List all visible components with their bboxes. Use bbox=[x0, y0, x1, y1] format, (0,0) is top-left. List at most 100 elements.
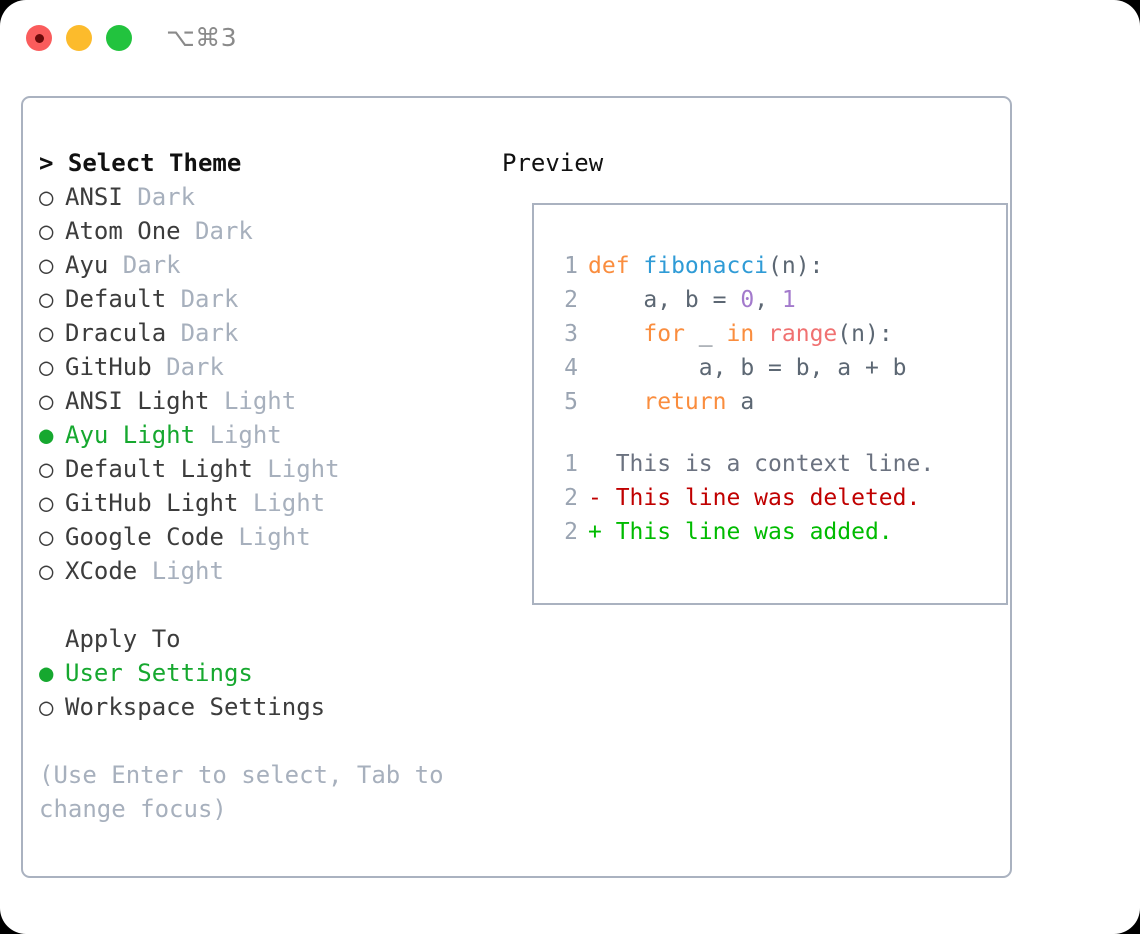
diff-sign: - bbox=[588, 485, 616, 511]
theme-name-label: Default Light bbox=[65, 455, 253, 483]
theme-list-item[interactable]: ●Ayu Light Light bbox=[39, 418, 479, 452]
code-token-pl: a, b = b, a + b bbox=[588, 355, 907, 381]
zoom-window-button[interactable] bbox=[106, 25, 132, 51]
theme-picker-column: > Select Theme ○ANSI Dark○Atom One Dark○… bbox=[39, 146, 479, 826]
theme-name-label: XCode bbox=[65, 557, 138, 585]
radio-unselected-icon[interactable]: ○ bbox=[39, 557, 54, 585]
theme-name-label: Google Code bbox=[65, 523, 224, 551]
code-token-pl: (n): bbox=[768, 253, 824, 279]
title-bar: ⌥⌘3 bbox=[0, 0, 1140, 78]
keyboard-hint-text: (Use Enter to select, Tab to change focu… bbox=[39, 761, 459, 823]
theme-kind-label: Dark bbox=[151, 353, 224, 381]
code-line-number: 3 bbox=[564, 321, 578, 347]
theme-list[interactable]: ○ANSI Dark○Atom One Dark○Ayu Dark○Defaul… bbox=[39, 180, 479, 588]
theme-list-item[interactable]: ○ Default Dark bbox=[39, 282, 479, 316]
code-token-kw: def bbox=[588, 253, 644, 279]
theme-kind-label: Dark bbox=[166, 319, 239, 347]
diff-line-number: 2 bbox=[564, 485, 578, 511]
theme-list-item[interactable]: ○ Dracula Dark bbox=[39, 316, 479, 350]
theme-kind-label: Dark bbox=[108, 251, 181, 279]
code-token-bi: range bbox=[768, 321, 838, 347]
hint-spacer bbox=[39, 724, 479, 758]
theme-list-item[interactable]: ○ Atom One Dark bbox=[39, 214, 479, 248]
code-line-number: 2 bbox=[564, 287, 578, 313]
apply-to-header: Apply To bbox=[65, 625, 181, 653]
main-panel: > Select Theme ○ANSI Dark○Atom One Dark○… bbox=[21, 96, 1012, 878]
code-token-num: 0 bbox=[740, 287, 755, 313]
code-line: 3 for _ in range(n): bbox=[552, 317, 992, 351]
theme-list-item[interactable]: ○ GitHub Light Light bbox=[39, 486, 479, 520]
radio-unselected-icon[interactable]: ○ bbox=[39, 353, 54, 381]
apply-to-list[interactable]: ● User Settings ○Workspace Settings bbox=[39, 656, 479, 724]
theme-kind-label: Light bbox=[238, 489, 326, 517]
code-line: 1 def fibonacci(n): bbox=[552, 249, 992, 283]
diff-text: This is a context line. bbox=[615, 451, 935, 477]
code-token-kw: for bbox=[643, 321, 685, 347]
apply-to-label: User Settings bbox=[65, 659, 253, 687]
code-line-number: 4 bbox=[564, 355, 578, 381]
diff-text: This line was deleted. bbox=[615, 485, 921, 511]
theme-kind-label: Light bbox=[223, 523, 311, 551]
radio-unselected-icon[interactable]: ○ bbox=[39, 319, 54, 347]
theme-name-label: Dracula bbox=[65, 319, 167, 347]
diff-line: 1 This is a context line. bbox=[552, 447, 992, 481]
radio-unselected-icon[interactable]: ○ bbox=[39, 489, 54, 517]
radio-selected-icon[interactable]: ● bbox=[39, 659, 54, 687]
radio-unselected-icon[interactable]: ○ bbox=[39, 523, 54, 551]
code-token-pl bbox=[754, 321, 768, 347]
diff-sign bbox=[588, 451, 616, 477]
code-line-number: 1 bbox=[564, 253, 578, 279]
theme-kind-label: Dark bbox=[122, 183, 196, 211]
theme-list-item[interactable]: ○ ANSI Light Light bbox=[39, 384, 479, 418]
theme-list-item[interactable]: ○ Ayu Dark bbox=[39, 248, 479, 282]
theme-kind-label: Dark bbox=[166, 285, 239, 313]
theme-name-label: Default bbox=[65, 285, 167, 313]
code-token-kw: in bbox=[726, 321, 755, 347]
code-token-fn: fibonacci bbox=[643, 253, 769, 279]
theme-name-label: ANSI Light bbox=[65, 387, 210, 415]
theme-name-label: Ayu Light bbox=[65, 421, 196, 449]
theme-list-item[interactable]: ○ANSI Dark bbox=[39, 180, 479, 214]
radio-unselected-icon[interactable]: ○ bbox=[39, 455, 54, 483]
minimize-window-button[interactable] bbox=[66, 25, 92, 51]
theme-kind-label: Light bbox=[252, 455, 340, 483]
traffic-light-group bbox=[26, 25, 132, 51]
code-token-kw: return bbox=[643, 389, 727, 415]
theme-list-item[interactable]: ○GitHub Dark bbox=[39, 350, 479, 384]
radio-unselected-icon[interactable]: ○ bbox=[39, 693, 54, 721]
theme-list-item[interactable]: ○ Google Code Light bbox=[39, 520, 479, 554]
radio-unselected-icon[interactable]: ○ bbox=[39, 183, 54, 211]
theme-list-item[interactable]: ○ Default Light Light bbox=[39, 452, 479, 486]
code-token-pl: _ bbox=[684, 321, 727, 347]
diff-line: 2+ This line was added. bbox=[552, 515, 992, 549]
close-window-button[interactable] bbox=[26, 25, 52, 51]
radio-unselected-icon[interactable]: ○ bbox=[39, 285, 54, 313]
theme-name-label: GitHub Light bbox=[65, 489, 239, 517]
theme-kind-label: Light bbox=[209, 387, 297, 415]
apply-to-item[interactable]: ○Workspace Settings bbox=[39, 690, 479, 724]
theme-kind-label: Light bbox=[137, 557, 224, 585]
radio-unselected-icon[interactable]: ○ bbox=[39, 251, 54, 279]
list-spacer bbox=[39, 588, 479, 622]
radio-unselected-icon[interactable]: ○ bbox=[39, 387, 54, 415]
radio-unselected-icon[interactable]: ○ bbox=[39, 217, 54, 245]
theme-kind-label: Dark bbox=[180, 217, 253, 245]
theme-name-label: Atom One bbox=[65, 217, 181, 245]
diff-text: This line was added. bbox=[615, 519, 893, 545]
code-token-pl: a, b = bbox=[588, 287, 741, 313]
theme-name-label: Ayu bbox=[65, 251, 109, 279]
radio-selected-icon[interactable]: ● bbox=[39, 421, 54, 449]
diff-line: 2- This line was deleted. bbox=[552, 481, 992, 515]
theme-list-item[interactable]: ○ XCode Light bbox=[39, 554, 479, 588]
select-theme-header: > Select Theme bbox=[39, 149, 242, 177]
code-line: 5 return a bbox=[552, 385, 992, 419]
code-token-pl: (n): bbox=[837, 321, 893, 347]
apply-to-item[interactable]: ● User Settings bbox=[39, 656, 479, 690]
code-token-pl bbox=[588, 389, 643, 415]
code-line: 2 a, b = 0, 1 bbox=[552, 283, 992, 317]
